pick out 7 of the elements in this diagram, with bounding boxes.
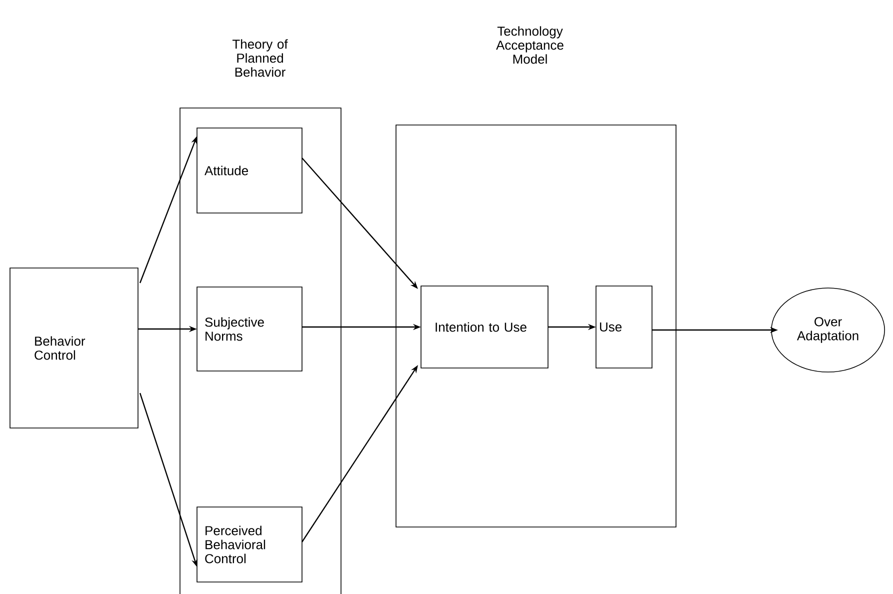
construct-box: Behavior Control xyxy=(10,268,138,428)
construct-box: Attitude xyxy=(196,128,302,214)
construct-box: Intention to Use xyxy=(420,286,548,368)
construct-box: Subjective Norms xyxy=(196,286,302,372)
node-label: Technology Acceptance Model xyxy=(496,26,564,64)
construct-box: Use xyxy=(596,286,652,368)
construct-box: Perceived Behavioral Control xyxy=(196,506,302,582)
